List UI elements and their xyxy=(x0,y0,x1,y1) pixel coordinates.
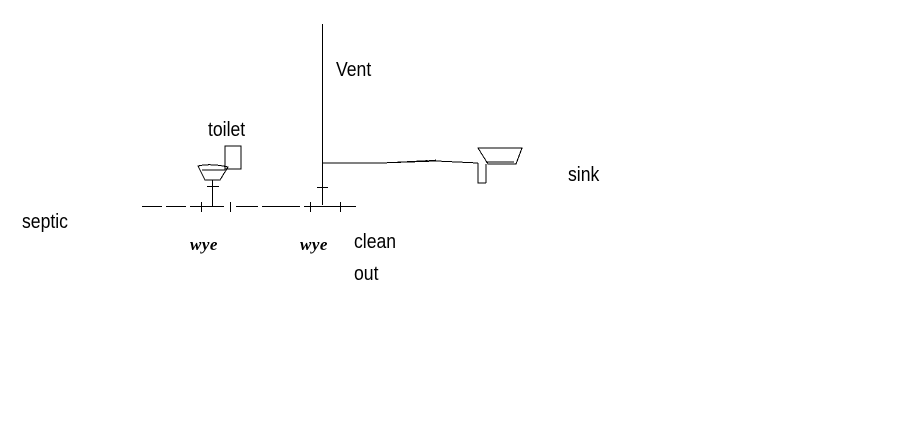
sink-fixture xyxy=(477,147,523,184)
toilet-label: toilet xyxy=(208,119,246,141)
sink-label: sink xyxy=(568,164,600,186)
septic-label: septic xyxy=(22,211,68,233)
cleanout-label-line1: clean xyxy=(354,231,397,253)
toilet-fixture xyxy=(197,145,242,206)
vent-stack xyxy=(317,24,328,205)
wye-label-left: wye xyxy=(190,235,218,254)
wye-label-right: wye xyxy=(300,235,328,254)
sink-drain-arm xyxy=(322,159,479,164)
cleanout-label-line2: out xyxy=(354,263,379,285)
drain-fittings xyxy=(201,202,341,212)
vent-label: Vent xyxy=(336,59,372,81)
